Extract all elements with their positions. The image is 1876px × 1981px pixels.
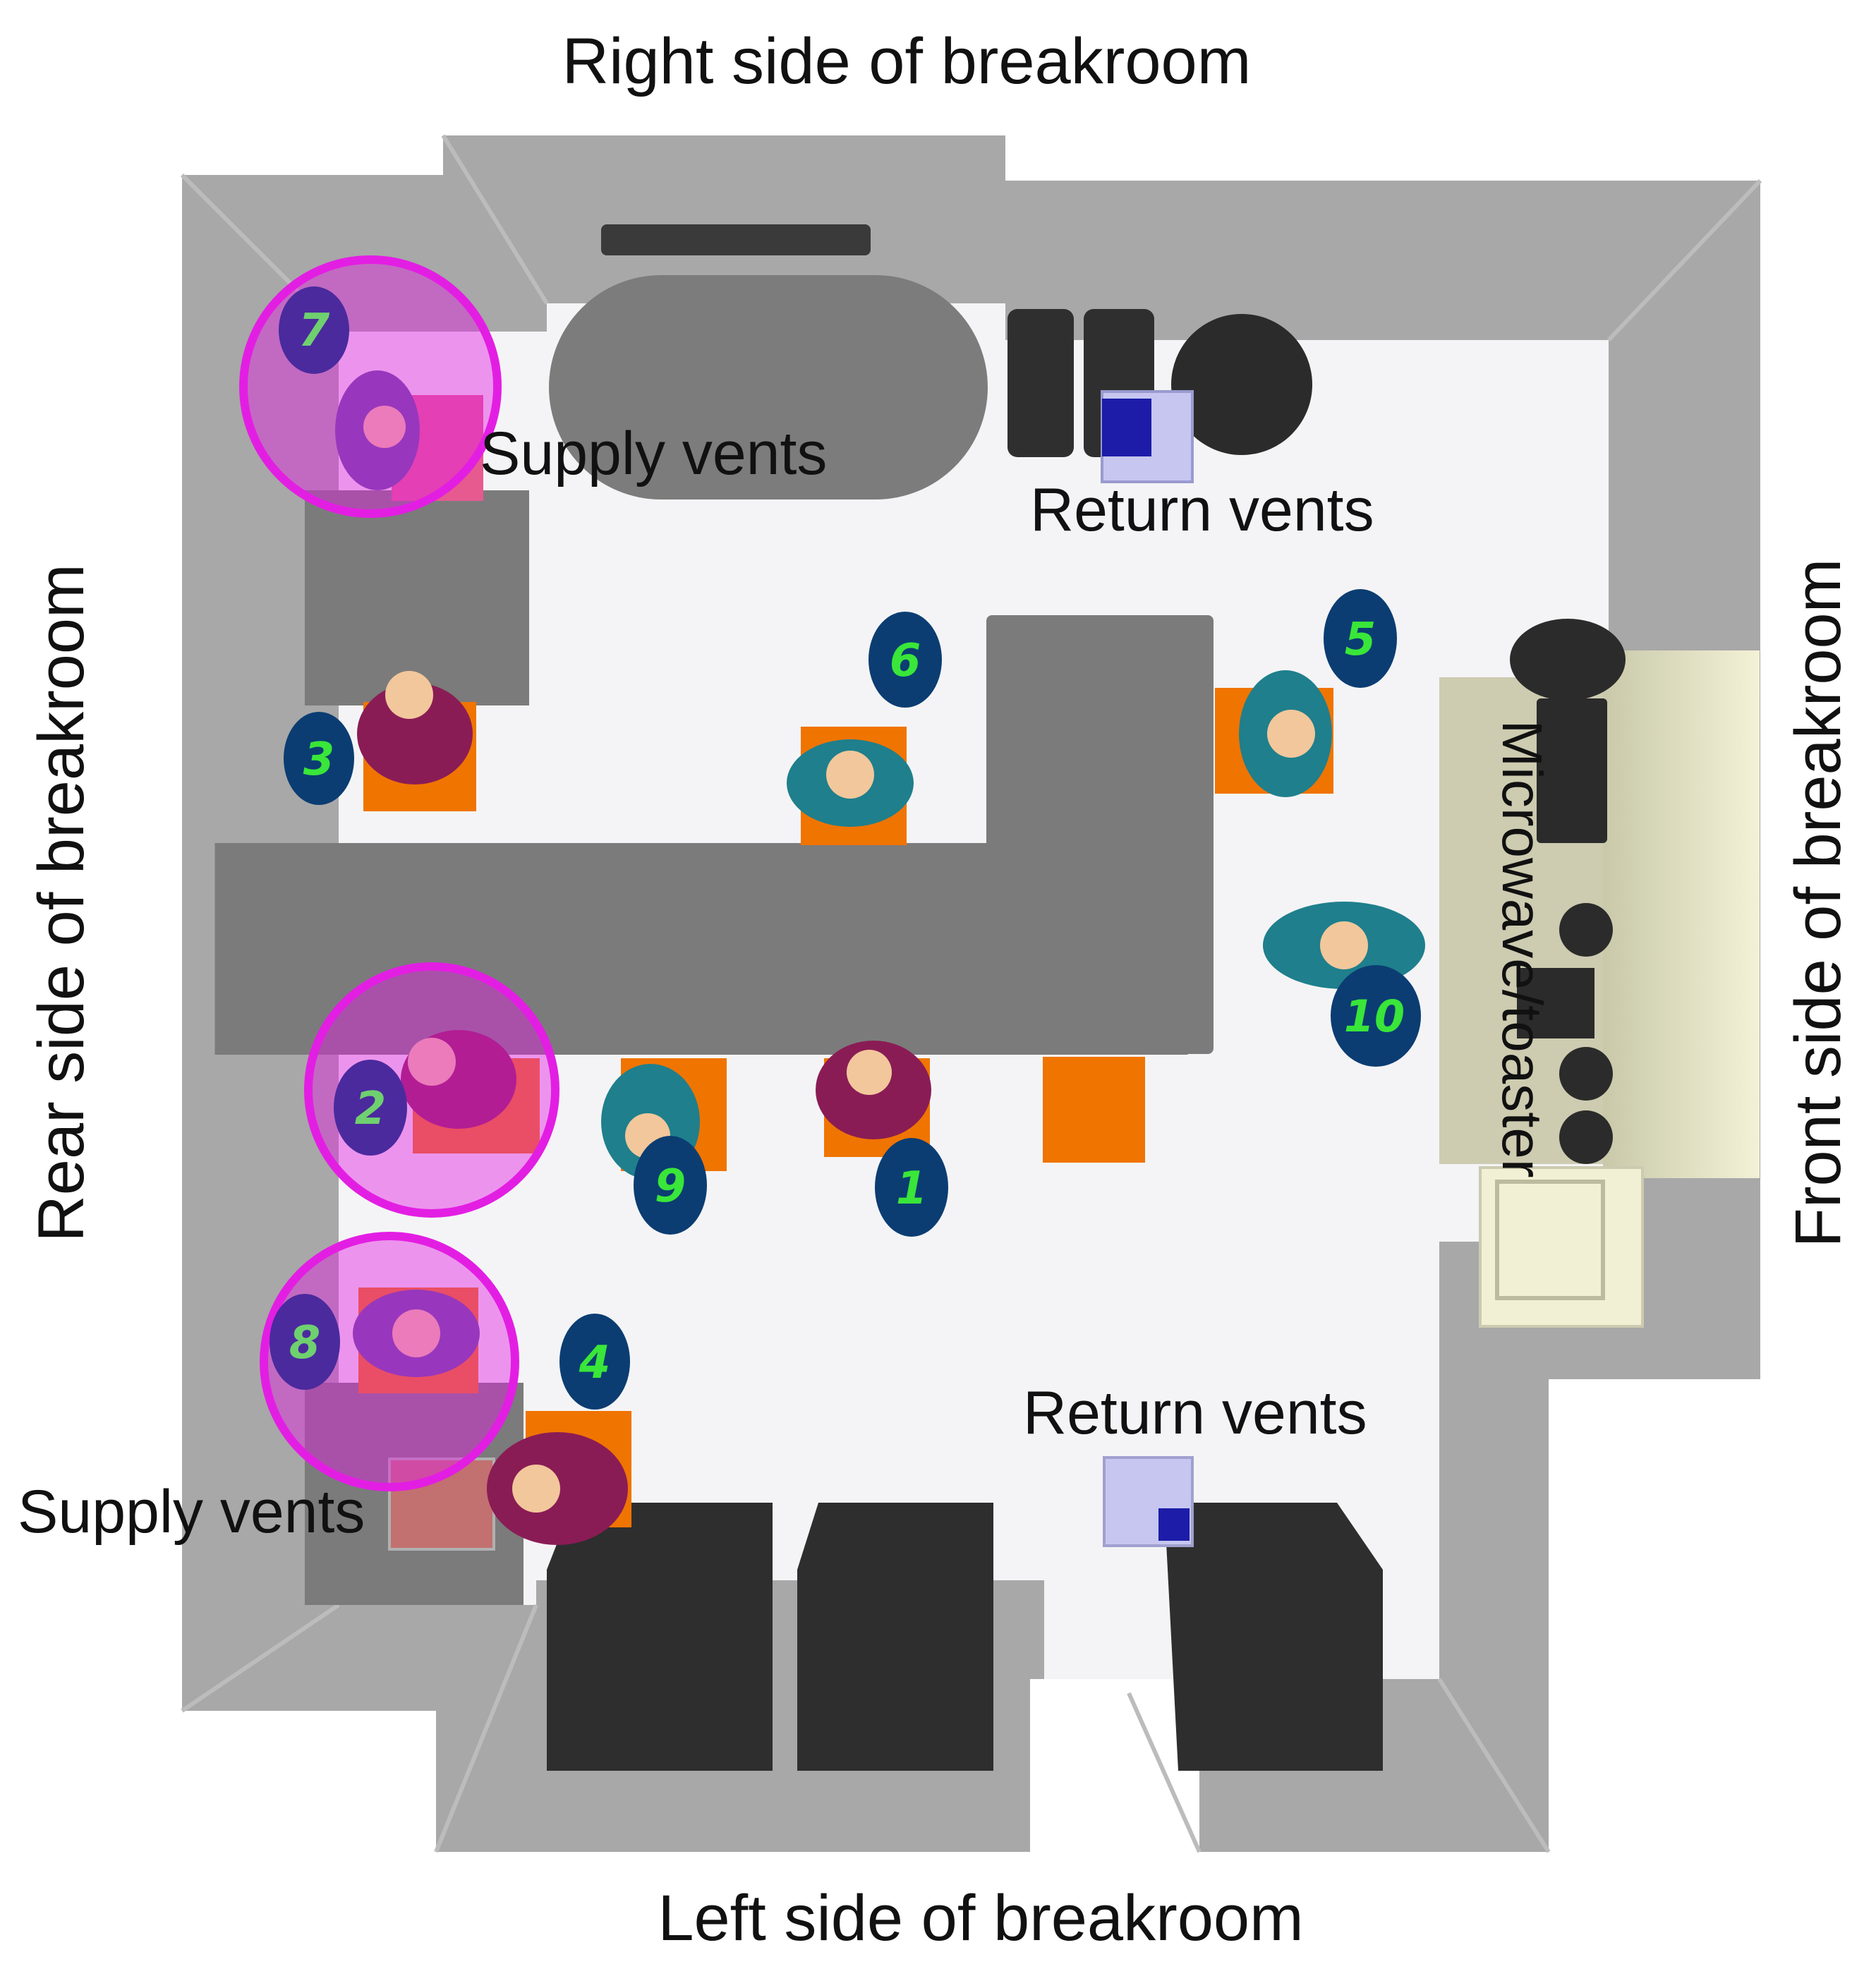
- label-left-side: Left side of breakroom: [658, 1882, 1303, 1954]
- return-vent-bottom-grill: [1158, 1508, 1190, 1541]
- badge-7: 7: [279, 286, 349, 374]
- trash-bin: [1171, 314, 1312, 455]
- cabinet-3: [1164, 1503, 1383, 1771]
- badge-6-label: 6: [890, 635, 921, 687]
- badge-6: 6: [869, 612, 942, 708]
- return-vent-top-grill: [1102, 399, 1151, 456]
- badge-1: 1: [875, 1138, 948, 1237]
- occupant-figures: [335, 370, 1425, 1545]
- appliance-round-2: [1559, 1047, 1613, 1101]
- appliance-1: [1007, 309, 1074, 457]
- counter-shelf: [1603, 650, 1760, 1178]
- label-right-side: Right side of breakroom: [562, 25, 1252, 97]
- appliance-round-3: [1559, 1110, 1613, 1164]
- coffee-maker: [1510, 619, 1626, 701]
- person-7: [335, 370, 420, 490]
- label-supply-vents-bottom: Supply vents: [18, 1478, 365, 1546]
- person-5: [1239, 670, 1332, 797]
- badge-2: 2: [334, 1060, 407, 1156]
- badge-9-label: 9: [655, 1161, 686, 1213]
- badge-3: 3: [284, 712, 354, 805]
- occupant-badges: 7 3 6 5 10 2 9 1: [270, 286, 1421, 1410]
- person-8: [353, 1290, 480, 1377]
- rear-counter-top: [305, 490, 529, 705]
- badge-10-label: 10: [1344, 990, 1405, 1042]
- badge-1-label: 1: [896, 1163, 928, 1215]
- badge-9: 9: [634, 1136, 707, 1235]
- badge-4-label: 4: [579, 1337, 611, 1389]
- big-table: [986, 615, 1214, 1054]
- cabinet-2: [797, 1503, 993, 1771]
- badge-5: 5: [1324, 589, 1397, 688]
- cabinet-1: [547, 1503, 773, 1771]
- badge-10: 10: [1331, 965, 1421, 1067]
- person-3: [357, 671, 473, 784]
- badge-8: 8: [270, 1294, 340, 1390]
- microwave: [1537, 698, 1607, 843]
- chair-empty: [1043, 1057, 1145, 1163]
- sink-cabinet: [1479, 1166, 1644, 1328]
- person-4: [487, 1432, 628, 1545]
- badge-2-label: 2: [355, 1083, 387, 1135]
- person-1: [816, 1041, 931, 1139]
- badge-8-label: 8: [289, 1317, 321, 1369]
- badge-7-label: 7: [298, 305, 330, 357]
- label-microwave-toaster: Microwave/toaster: [1491, 720, 1554, 1177]
- top-furniture: [549, 224, 1312, 499]
- label-return-vents-bottom: Return vents: [1023, 1379, 1367, 1447]
- front-counter: [1439, 619, 1760, 1328]
- wall-shelf: [601, 224, 871, 255]
- toaster: [1517, 968, 1594, 1038]
- badge-5-label: 5: [1345, 614, 1376, 666]
- bottom-furniture: [547, 1456, 1383, 1771]
- person-6: [787, 739, 914, 827]
- labels: Right side of breakroom Left side of bre…: [18, 25, 1854, 1954]
- badge-4: 4: [559, 1314, 630, 1410]
- oval-table: [549, 275, 988, 499]
- sink-basin: [1495, 1180, 1605, 1300]
- label-return-vents-top: Return vents: [1030, 476, 1374, 544]
- label-supply-vents-top: Supply vents: [480, 420, 827, 487]
- highlight-circles: [239, 255, 559, 1491]
- appliance-round-1: [1559, 903, 1613, 957]
- highlight-8: [260, 1232, 519, 1491]
- label-rear-side: Rear side of breakroom: [25, 564, 97, 1242]
- highlight-7: [239, 255, 502, 518]
- label-front-side: Front side of breakroom: [1782, 559, 1854, 1248]
- person-2: [401, 1030, 516, 1129]
- badge-3-label: 3: [303, 734, 335, 786]
